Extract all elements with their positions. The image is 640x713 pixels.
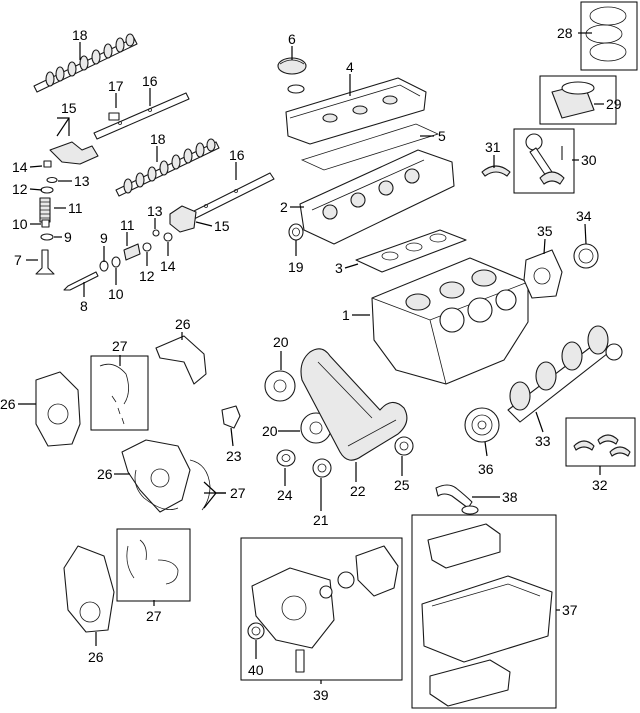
oil-pickup-tube xyxy=(435,484,479,515)
callout-11-lower: 11 xyxy=(120,217,135,233)
callout-38: 38 xyxy=(502,489,518,505)
timing-cover-gasket-lower xyxy=(116,528,191,602)
callout-10-lower: 10 xyxy=(108,286,124,302)
camshaft-lower xyxy=(115,138,220,197)
callout-13-upper: 13 xyxy=(74,173,90,189)
rocker-arm-upper xyxy=(49,141,99,165)
callout-4: 4 xyxy=(346,59,354,75)
cylinder-head xyxy=(299,149,455,245)
callout-26-left: 26 xyxy=(0,396,16,412)
callout-27-lower: 27 xyxy=(146,608,162,624)
oil-filler-cap xyxy=(277,57,307,94)
rocker-shaft-upper xyxy=(93,92,190,140)
callout-40: 40 xyxy=(248,662,264,678)
callout-16-lower: 16 xyxy=(229,147,245,163)
piston-rings xyxy=(580,1,638,71)
callout-16-upper: 16 xyxy=(142,73,158,89)
callout-37: 37 xyxy=(562,602,578,618)
oil-pump-group xyxy=(240,537,403,681)
callout-15-lower: 15 xyxy=(214,218,230,234)
callout-23: 23 xyxy=(226,448,242,464)
callout-13-lower: 13 xyxy=(147,203,163,219)
callout-labels: 18 17 16 15 18 16 14 13 12 11 13 10 15 1… xyxy=(0,25,622,703)
callout-18-lower: 18 xyxy=(150,131,166,147)
callout-35: 35 xyxy=(537,223,553,239)
callout-34: 34 xyxy=(576,208,592,224)
valve-cover-gasket xyxy=(300,123,440,171)
piston xyxy=(539,75,617,125)
main-bearings xyxy=(565,417,636,467)
callout-22: 22 xyxy=(350,483,366,499)
callout-21: 21 xyxy=(313,512,329,528)
head-gasket xyxy=(355,229,467,273)
callout-27-upper: 27 xyxy=(112,338,128,354)
rear-main-seal xyxy=(573,243,599,269)
connecting-rod xyxy=(513,128,575,194)
callout-28: 28 xyxy=(557,25,573,41)
timing-cover-gasket-upper xyxy=(90,355,149,431)
belt-tensioner xyxy=(394,436,414,456)
callout-7: 7 xyxy=(14,252,22,268)
callout-3: 3 xyxy=(335,260,343,276)
timing-cover-gasket-middle xyxy=(134,459,211,511)
callout-12-lower: 12 xyxy=(139,268,155,284)
callout-39: 39 xyxy=(313,687,329,703)
callout-8: 8 xyxy=(80,298,88,314)
timing-cover-middle xyxy=(121,439,191,513)
timing-sensor xyxy=(221,405,241,429)
crankshaft-pulley xyxy=(464,407,500,443)
callout-9-lower: 9 xyxy=(100,230,108,246)
callout-12-upper: 12 xyxy=(12,181,28,197)
callout-19: 19 xyxy=(288,259,304,275)
callout-27-middle: 27 xyxy=(230,485,246,501)
crank-sprocket xyxy=(312,458,332,478)
idler-pulley xyxy=(276,449,296,467)
callout-36: 36 xyxy=(478,461,494,477)
callout-5: 5 xyxy=(438,128,446,144)
rod-bearing xyxy=(481,165,511,177)
callout-20-upper: 20 xyxy=(273,334,289,350)
seal-retainer xyxy=(523,249,563,299)
callout-26-middle: 26 xyxy=(97,466,113,482)
callout-24: 24 xyxy=(277,487,293,503)
callout-32: 32 xyxy=(592,477,608,493)
timing-cover-upper-right xyxy=(155,335,207,385)
timing-cover-left xyxy=(35,371,81,447)
oil-pump-seal xyxy=(247,622,265,640)
timing-cover-lower xyxy=(63,545,115,633)
camshaft-upper xyxy=(33,33,138,93)
callout-15-upper: 15 xyxy=(61,100,77,116)
callout-10-upper: 10 xyxy=(12,216,28,232)
callout-26-lower: 26 xyxy=(88,649,104,665)
callout-17: 17 xyxy=(108,78,124,94)
camshaft-seal xyxy=(288,223,304,241)
callout-29: 29 xyxy=(606,96,622,112)
leader-lines xyxy=(18,32,604,684)
cam-sprocket-upper xyxy=(264,370,296,402)
callout-14-lower: 14 xyxy=(160,258,176,274)
rocker-bolt xyxy=(108,112,120,121)
callout-31: 31 xyxy=(485,139,501,155)
callout-6: 6 xyxy=(288,31,296,47)
callout-14-upper: 14 xyxy=(12,159,28,175)
timing-belt xyxy=(300,348,408,461)
valve-train-parts xyxy=(35,160,173,291)
engine-block xyxy=(371,257,529,385)
callout-25: 25 xyxy=(394,477,410,493)
callout-20-lower: 20 xyxy=(262,423,278,439)
callout-30: 30 xyxy=(581,152,597,168)
callout-9-upper: 9 xyxy=(64,229,72,245)
callout-26-upper-right: 26 xyxy=(175,316,191,332)
callout-33: 33 xyxy=(535,433,551,449)
rocker-arm-lower xyxy=(169,205,197,233)
valve-cover xyxy=(285,77,427,145)
oil-pan-group xyxy=(411,514,557,709)
callout-1: 1 xyxy=(342,307,350,323)
callout-2: 2 xyxy=(280,199,288,215)
callout-11-upper: 11 xyxy=(68,200,83,216)
callout-18-upper: 18 xyxy=(72,27,88,43)
crankshaft xyxy=(507,325,623,423)
